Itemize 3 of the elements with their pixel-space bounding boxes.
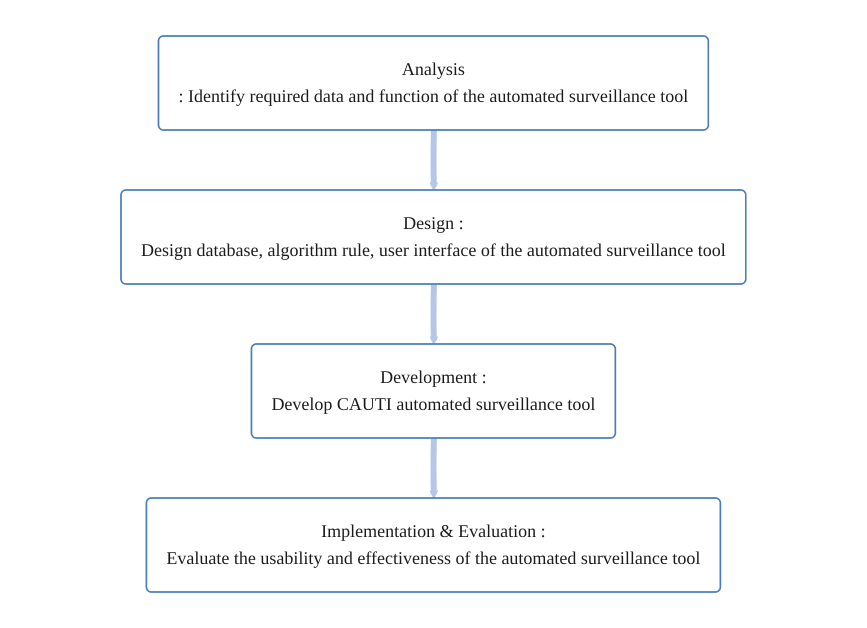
arrow	[429, 284, 438, 345]
arrow	[429, 438, 438, 499]
arrow	[429, 130, 438, 191]
